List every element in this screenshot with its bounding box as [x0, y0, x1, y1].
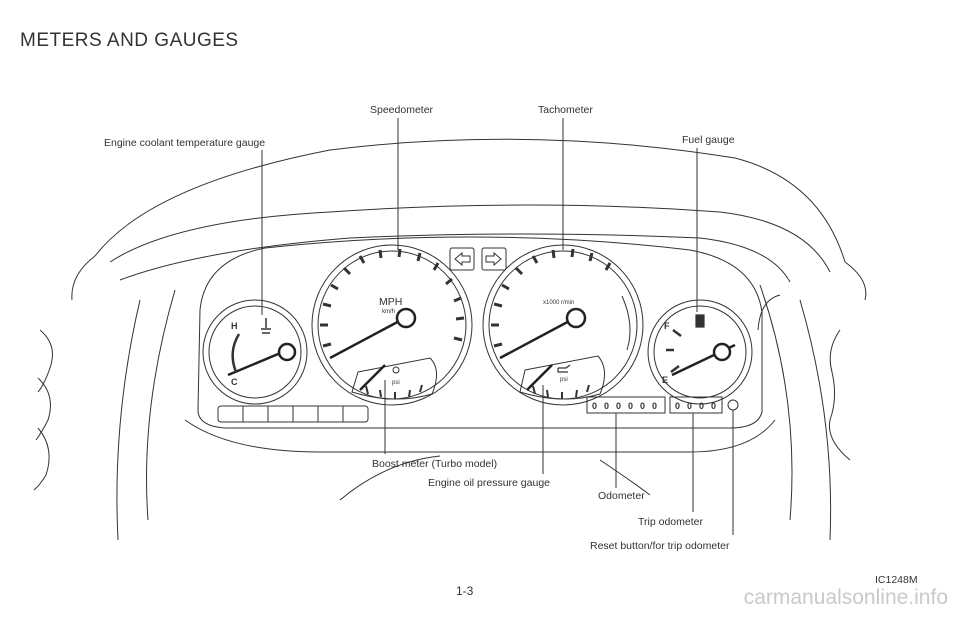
- cluster-lower-shroud: [184, 419, 776, 453]
- oil-pressure-unit: psi: [560, 377, 568, 383]
- speedometer-unit-kmh: km/h: [382, 309, 395, 315]
- fuel-gauge-housing: [647, 299, 753, 405]
- coolant-hot-label: H: [231, 321, 238, 331]
- oil-needle: [526, 364, 553, 391]
- cluster-shroud-bottom: [339, 455, 651, 501]
- boost-meter-window: [351, 357, 437, 400]
- svg-text:0: 0: [711, 401, 716, 411]
- label-tachometer: Tachometer: [538, 104, 593, 116]
- fuel-gauge-mark-f: [672, 329, 682, 337]
- trip-odometer-digits: 0 0 0 0: [675, 401, 716, 411]
- boost-icon: [392, 366, 400, 374]
- oil-pressure-ticks: [532, 384, 590, 399]
- left-arrow-icon: [454, 251, 471, 267]
- cluster-bezel: [197, 236, 763, 429]
- tachometer-ticks: [491, 248, 612, 348]
- coolant-gauge-arc: [231, 333, 241, 373]
- warning-light-dividers: [242, 406, 344, 422]
- label-trip-odometer: Trip odometer: [638, 516, 703, 528]
- svg-text:0: 0: [687, 401, 692, 411]
- reset-button: [727, 399, 739, 411]
- oil-can-icon: [557, 364, 571, 373]
- tach-redline-arc: [621, 295, 631, 351]
- trip-odometer-display: [669, 396, 723, 414]
- thermometer-icon: [261, 318, 271, 334]
- dash-right-column: [759, 261, 867, 541]
- label-reset-button: Reset button/for trip odometer: [590, 540, 730, 552]
- svg-text:0: 0: [604, 401, 609, 411]
- label-oil-pressure: Engine oil pressure gauge: [428, 477, 550, 489]
- odometer-display: [586, 396, 666, 414]
- coolant-gauge-housing: [202, 299, 308, 405]
- dash-left-vent-1: [37, 329, 53, 393]
- watermark: carmanualsonline.info: [743, 586, 948, 609]
- dash-outline-mid: [109, 204, 831, 273]
- dash-outline-inner: [119, 233, 791, 283]
- coolant-cold-label: C: [231, 377, 238, 387]
- fuel-gauge-mark-e: [670, 365, 680, 373]
- svg-text:0: 0: [640, 401, 645, 411]
- svg-text:0: 0: [616, 401, 621, 411]
- speedometer-housing: [311, 244, 473, 406]
- svg-text:0: 0: [628, 401, 633, 411]
- speedometer-needle: [329, 316, 406, 360]
- dash-right-vent: [828, 329, 851, 461]
- svg-text:0: 0: [699, 401, 704, 411]
- dash-left-column: [71, 255, 176, 541]
- dash-right-vent-2: [757, 294, 781, 331]
- turn-left-indicator: [449, 247, 475, 271]
- dash-outline-outer: [94, 138, 846, 263]
- svg-text:0: 0: [592, 401, 597, 411]
- label-speedometer: Speedometer: [370, 104, 434, 116]
- speedometer-ticks: [320, 248, 465, 348]
- oil-pressure-window: [519, 355, 605, 400]
- right-arrow-icon: [485, 251, 502, 267]
- label-fuel-gauge: Fuel gauge: [682, 134, 735, 146]
- fuel-empty-label: E: [662, 375, 668, 385]
- coolant-gauge-face: [208, 305, 302, 399]
- label-boost-meter: Boost meter (Turbo model): [372, 458, 497, 470]
- turn-right-indicator: [481, 247, 507, 271]
- odometer-digits: 0 0 0 0 0 0: [592, 401, 657, 411]
- boost-ticks: [365, 384, 423, 399]
- page-title: METERS AND GAUGES: [20, 30, 239, 51]
- svg-text:0: 0: [675, 401, 680, 411]
- page-number: 1-3: [456, 584, 474, 598]
- label-odometer: Odometer: [598, 490, 645, 502]
- fuel-gauge-face: [653, 305, 747, 399]
- boost-unit: psi: [392, 380, 400, 386]
- speedometer-unit-mph: MPH: [379, 296, 402, 308]
- dash-left-vent-3: [33, 427, 50, 491]
- label-engine-coolant: Engine coolant temperature gauge: [104, 137, 265, 149]
- fuel-full-label: F: [664, 321, 670, 331]
- dash-left-vent-2: [35, 377, 51, 441]
- boost-needle: [359, 364, 386, 391]
- tachometer-unit: x1000 r/min: [543, 300, 574, 306]
- svg-text:0: 0: [652, 401, 657, 411]
- tachometer-needle: [499, 316, 576, 360]
- fuel-pump-icon: [695, 314, 705, 328]
- figure-id: IC1248M: [875, 574, 918, 586]
- needles: [227, 307, 736, 391]
